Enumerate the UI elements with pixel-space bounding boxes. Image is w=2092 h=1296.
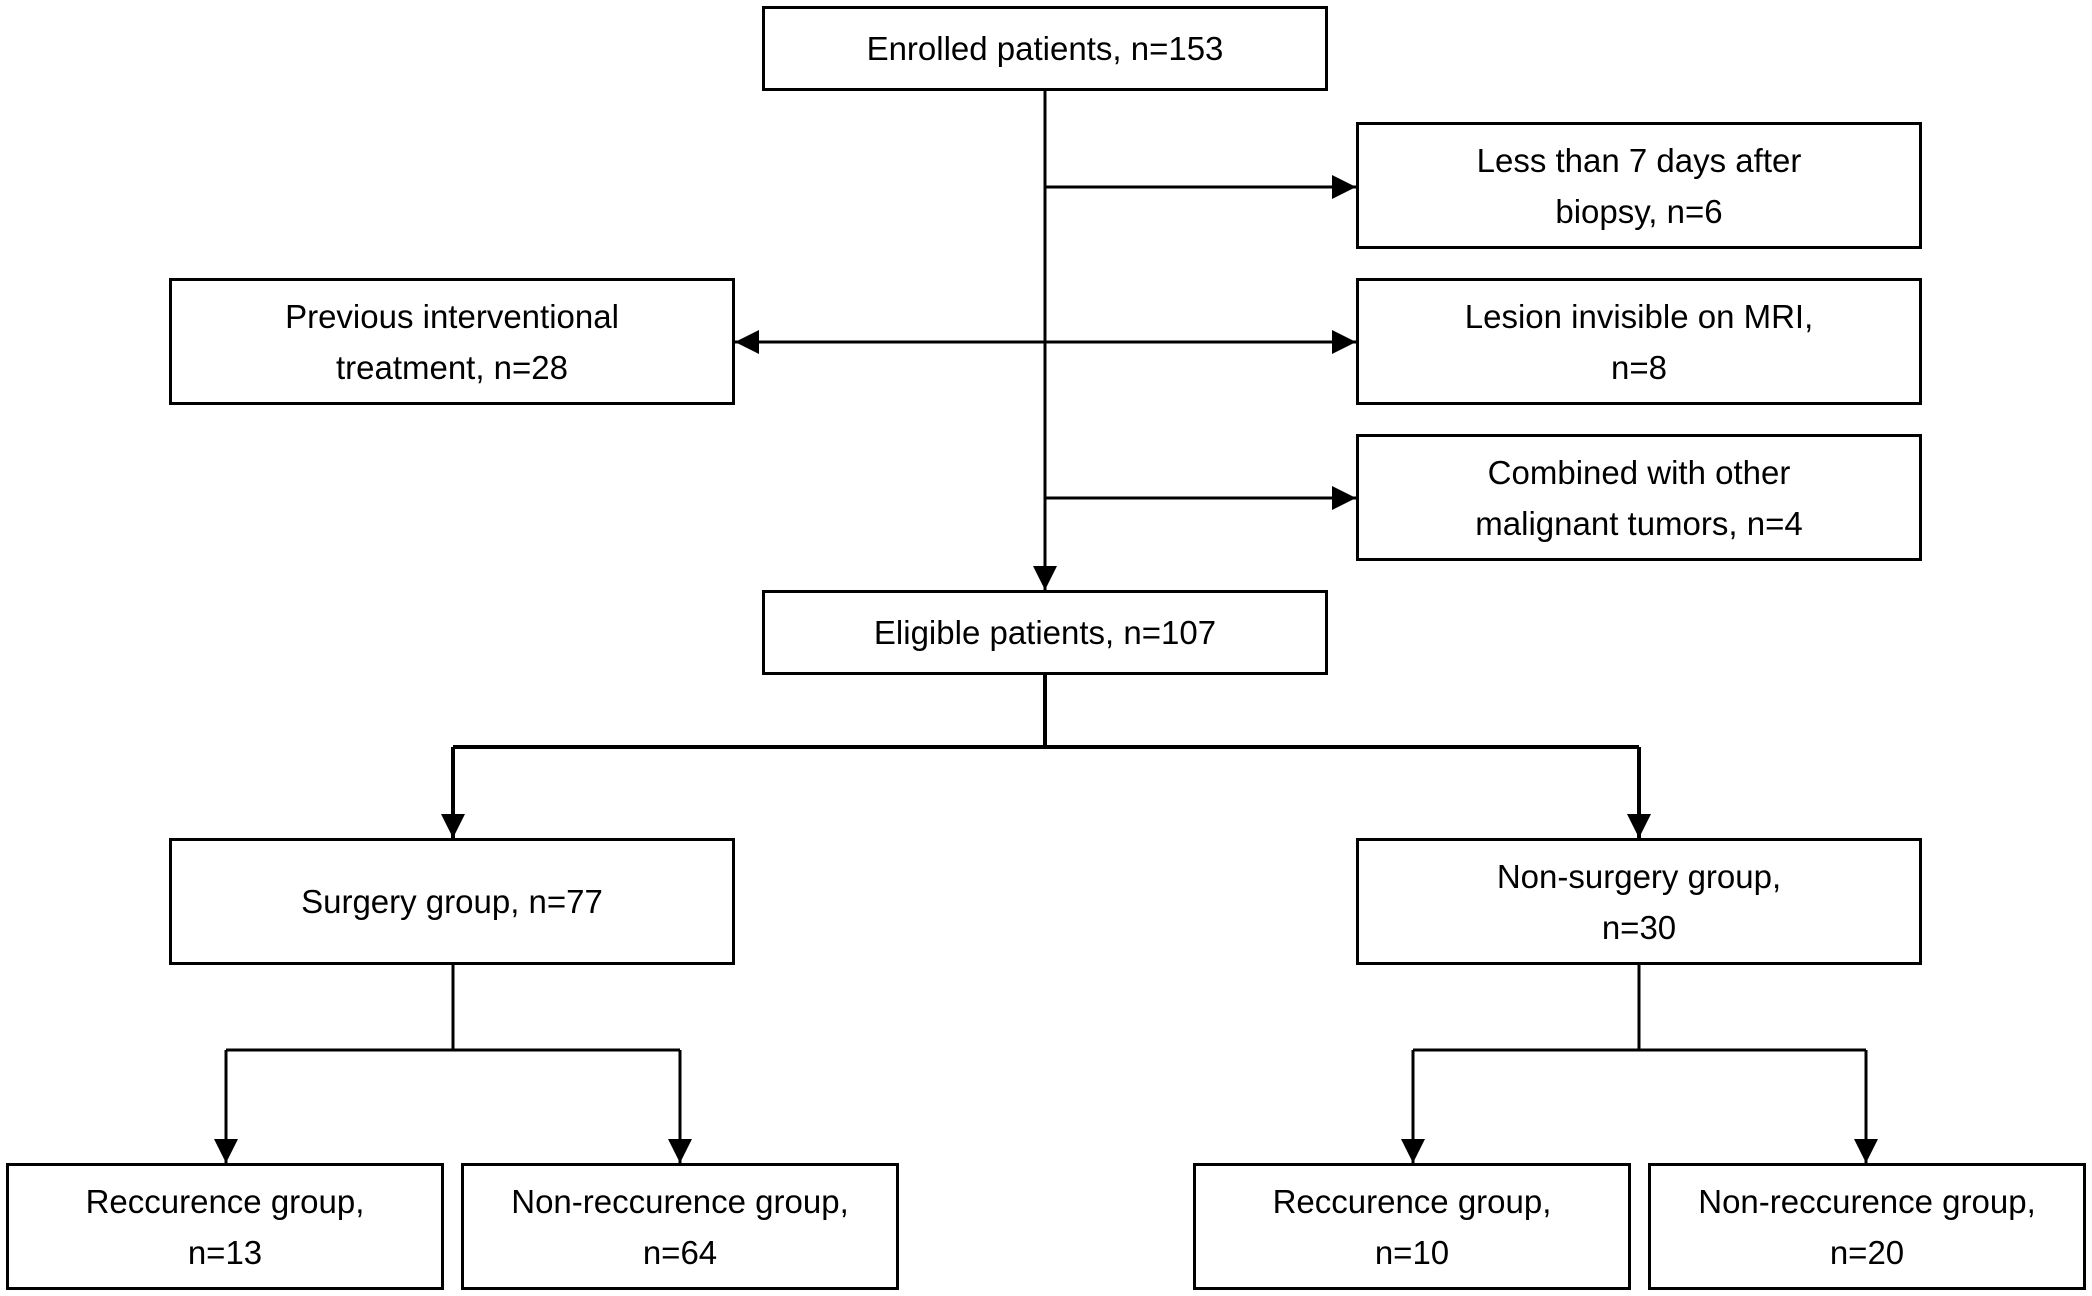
- exclusion-previous-line-1: Previous interventional: [285, 297, 619, 335]
- exclusion-tumors-line-2: malignant tumors, n=4: [1475, 504, 1803, 542]
- exclusion-mri-box: Lesion invisible on MRI, n=8: [1356, 278, 1922, 405]
- surgery-recurrence-line-2: n=13: [187, 1233, 263, 1271]
- surgery-recurrence-line-1: Reccurence group,: [85, 1182, 365, 1220]
- surgery-nonrecurrence-line-1: Non-reccurence group,: [511, 1182, 849, 1220]
- nonsurgery-nonrecurrence-line-2: n=20: [1829, 1233, 1905, 1271]
- nonsurgery-group-line-2: n=30: [1601, 908, 1677, 946]
- surgery-recurrence-box: Reccurence group, n=13: [6, 1163, 444, 1290]
- eligible-box: Eligible patients, n=107: [762, 590, 1328, 675]
- exclusion-mri-line-1: Lesion invisible on MRI,: [1464, 297, 1814, 335]
- surgery-nonrecurrence-box: Non-reccurence group, n=64: [461, 1163, 899, 1290]
- exclusion-tumors-line-1: Combined with other: [1487, 453, 1791, 491]
- surgery-nonrecurrence-line-2: n=64: [642, 1233, 718, 1271]
- exclusion-mri-line-2: n=8: [1611, 348, 1667, 386]
- exclusion-biopsy-box: Less than 7 days after biopsy, n=6: [1356, 122, 1922, 249]
- exclusion-previous-line-2: treatment, n=28: [335, 348, 569, 386]
- nonsurgery-nonrecurrence-line-1: Non-reccurence group,: [1698, 1182, 2036, 1220]
- nonsurgery-nonrecurrence-box: Non-reccurence group, n=20: [1648, 1163, 2086, 1290]
- nonsurgery-recurrence-line-2: n=10: [1374, 1233, 1450, 1271]
- exclusion-tumors-box: Combined with other malignant tumors, n=…: [1356, 434, 1922, 561]
- enrolled-line-1: Enrolled patients, n=153: [866, 30, 1224, 67]
- exclusion-biopsy-line-1: Less than 7 days after: [1476, 141, 1802, 179]
- eligible-line-1: Eligible patients, n=107: [873, 614, 1217, 651]
- nonsurgery-group-line-1: Non-surgery group,: [1496, 857, 1782, 895]
- nonsurgery-recurrence-box: Reccurence group, n=10: [1193, 1163, 1631, 1290]
- enrolled-box: Enrolled patients, n=153: [762, 6, 1328, 91]
- exclusion-biopsy-line-2: biopsy, n=6: [1555, 192, 1723, 230]
- nonsurgery-group-box: Non-surgery group, n=30: [1356, 838, 1922, 965]
- surgery-group-line-1: Surgery group, n=77: [301, 883, 603, 920]
- exclusion-previous-box: Previous interventional treatment, n=28: [169, 278, 735, 405]
- nonsurgery-recurrence-line-1: Reccurence group,: [1272, 1182, 1552, 1220]
- surgery-group-box: Surgery group, n=77: [169, 838, 735, 965]
